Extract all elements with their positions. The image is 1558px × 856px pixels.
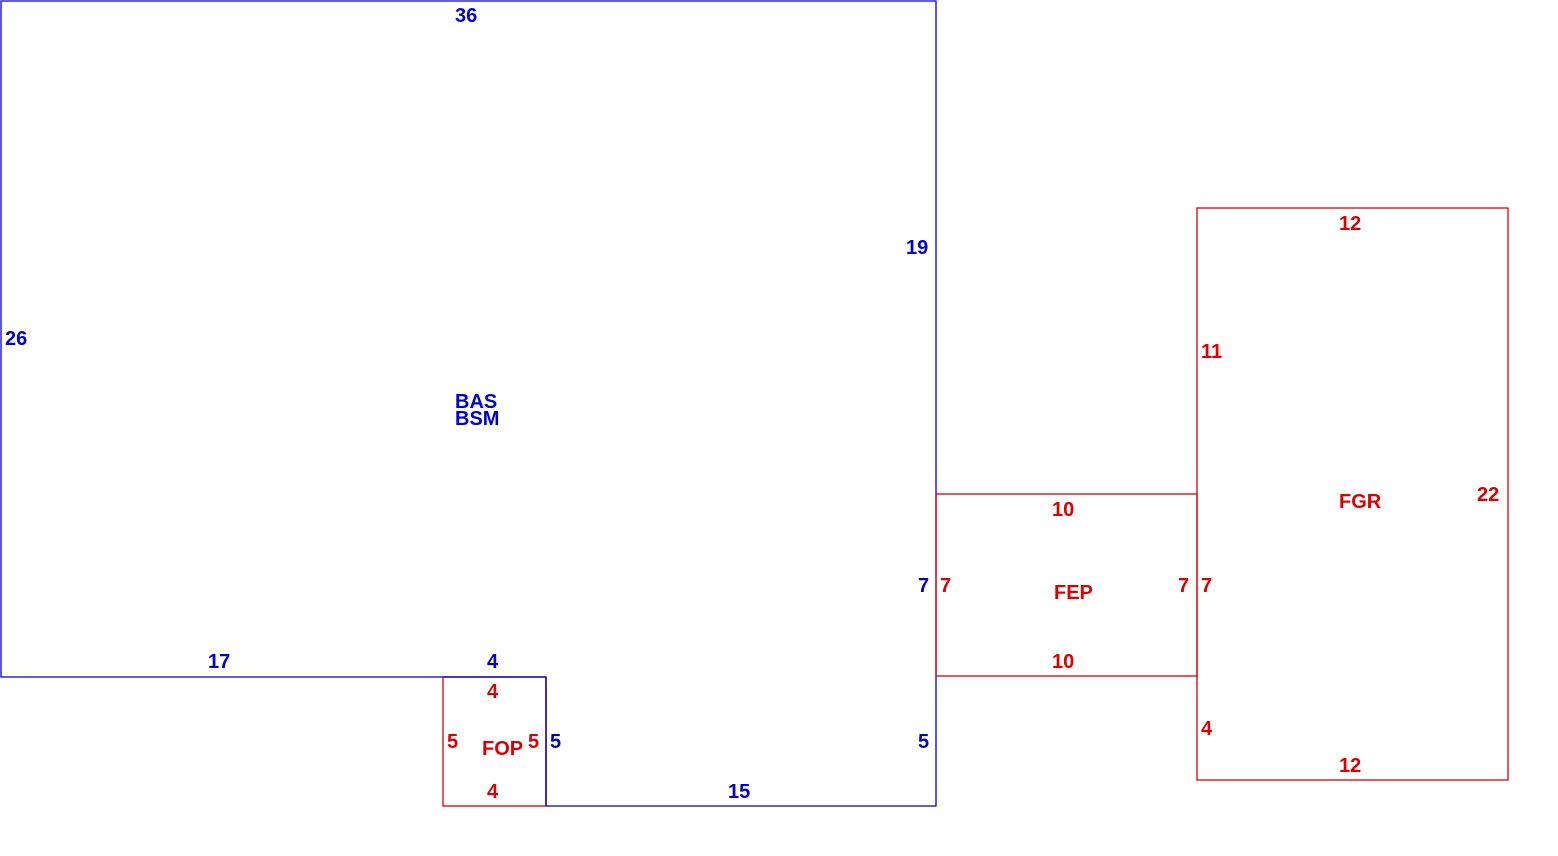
fgr-dim-bottom: 12 (1339, 755, 1361, 777)
bas-dim-notch-right: 5 (550, 731, 561, 753)
fop-dim-right: 5 (528, 731, 539, 753)
fep-dim-right: 7 (1178, 575, 1189, 597)
fgr-dim-left-lower: 4 (1201, 718, 1213, 740)
bas-dim-bottom-right: 15 (728, 781, 750, 803)
fop-dim-left: 5 (447, 731, 458, 753)
fep-dim-top: 10 (1052, 499, 1074, 521)
fep-area-label: FEP (1054, 582, 1093, 604)
bas-dim-right-mid: 7 (918, 575, 929, 597)
fep-dim-bottom: 10 (1052, 651, 1074, 673)
fgr-dim-right: 22 (1477, 484, 1499, 506)
bas-dim-bottom-left: 17 (208, 651, 230, 673)
fop-dim-bottom: 4 (487, 781, 499, 803)
bas-dim-right-upper: 19 (906, 237, 928, 259)
fgr-dim-top: 12 (1339, 213, 1361, 235)
fep-dim-left: 7 (940, 575, 951, 597)
bas-dim-right-lower: 5 (918, 731, 929, 753)
bas-dim-notch-top: 4 (487, 651, 499, 673)
bas-dim-top: 36 (455, 5, 477, 27)
fop-dim-top: 4 (487, 681, 499, 703)
fgr-area-label: FGR (1339, 491, 1382, 513)
fgr-dim-left-upper: 11 (1201, 341, 1222, 363)
fgr-dim-left-mid: 7 (1201, 575, 1212, 597)
bsm-area-label: BSM (455, 408, 499, 430)
fop-area-label: FOP (482, 738, 523, 760)
fgr-outline (1196, 207, 1509, 781)
bas-dim-left: 26 (5, 328, 27, 350)
bas-area-label: BAS (455, 391, 497, 413)
